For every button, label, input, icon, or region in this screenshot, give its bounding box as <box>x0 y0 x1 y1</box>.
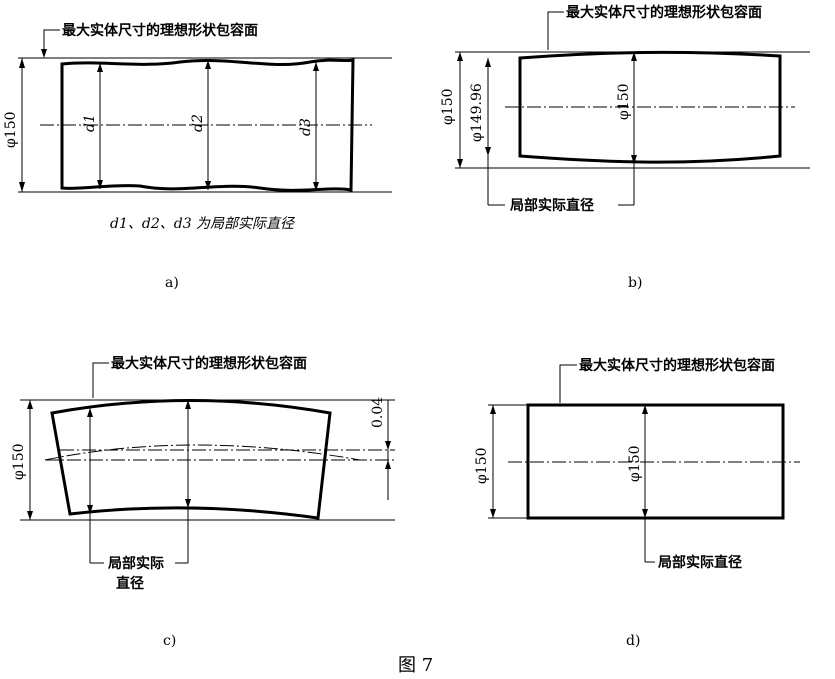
part-outline-d <box>526 403 785 520</box>
caption-c: c) <box>163 633 176 649</box>
dim-phi150-a: φ150 <box>3 111 19 148</box>
envelope-label-c: 最大实体尺寸的理想形状包容面 <box>111 355 307 372</box>
centerline-curve-c <box>44 444 361 461</box>
panel-b: φ150 φ149.96 φ150 局部实际直径 最大实体尺寸的理想形状包容面 … <box>440 4 810 291</box>
envelope-leader-d <box>559 364 577 403</box>
panel-c: φ150 局部实际 直径 0.04 最大实体尺寸的理想形状包容面 c) <box>11 355 395 649</box>
dim-tol-arrows-c <box>385 441 391 469</box>
panel-a: φ150 最大实体尺寸的理想形状包容面 d1 d2 d3 d1、d2、d3 为局… <box>3 22 392 291</box>
dim-phi150-inner-d: φ150 <box>627 445 643 482</box>
dim-d2-label: d2 <box>190 114 206 132</box>
dim-phi149-local-b: φ149.96 <box>469 83 485 142</box>
dim-phi150-outer-b: φ150 <box>440 88 456 125</box>
caption-b: b) <box>628 275 642 291</box>
panel-d: φ150 φ150 局部实际直径 最大实体尺寸的理想形状包容面 d) <box>474 357 800 649</box>
envelope-label-b: 最大实体尺寸的理想形状包容面 <box>566 4 762 21</box>
caption-a: a) <box>165 275 179 291</box>
dim-tol-c: 0.04 <box>370 397 386 428</box>
dim-d3-label: d3 <box>298 118 314 136</box>
local-diameter-label-c-line1: 局部实际 <box>108 555 164 572</box>
local-diameter-label-d: 局部实际直径 <box>658 554 742 571</box>
part-outline-b <box>518 50 782 164</box>
dim-phi150-c: φ150 <box>11 443 27 480</box>
local-diameter-label-b: 局部实际直径 <box>510 197 594 214</box>
part-outline-a <box>60 58 355 192</box>
local-diameter-label-c-line2: 直径 <box>116 575 144 592</box>
envelope-label-d: 最大实体尺寸的理想形状包容面 <box>579 357 775 374</box>
part-edge-left-c <box>51 412 71 515</box>
envelope-leader-c <box>92 362 109 398</box>
caption-d: d) <box>626 633 640 649</box>
envelope-leader-a <box>43 29 60 55</box>
figure-title: 图 7 <box>398 655 433 676</box>
envelope-leader-b <box>547 11 564 50</box>
part-outline-c <box>50 399 332 520</box>
dim-phi150-inner-b: φ150 <box>616 83 632 120</box>
dim-phi150-outer-d: φ150 <box>474 447 490 484</box>
envelope-leader-arrow-a <box>41 49 47 58</box>
dim-d1-label: d1 <box>82 114 98 132</box>
envelope-label-a: 最大实体尺寸的理想形状包容面 <box>62 22 258 39</box>
local-diameter-note-a: d1、d2、d3 为局部实际直径 <box>110 216 296 232</box>
